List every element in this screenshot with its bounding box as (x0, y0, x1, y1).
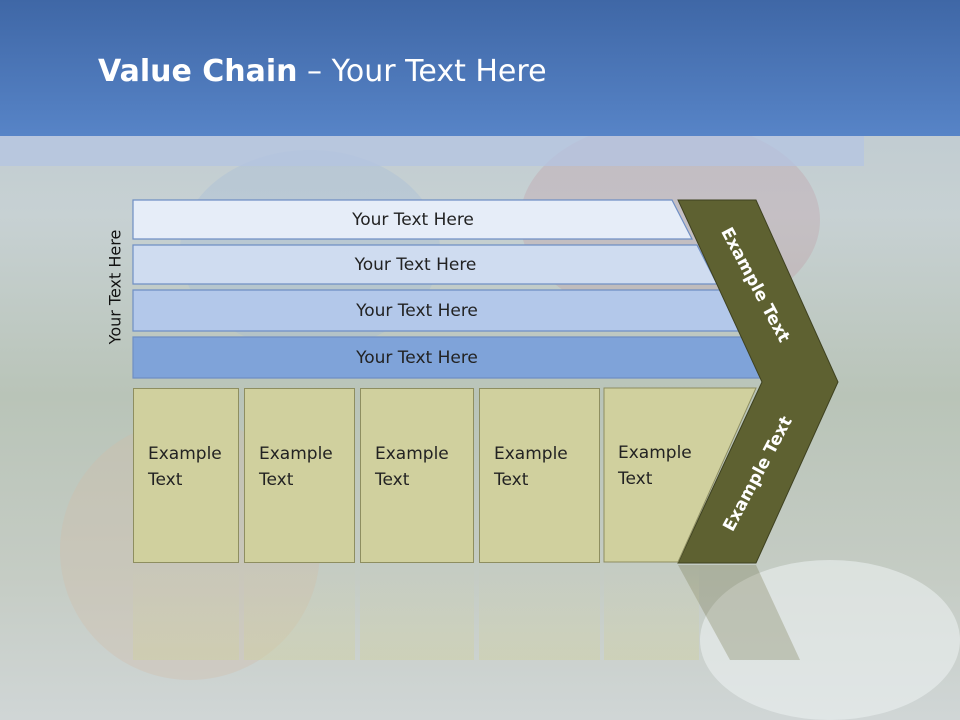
page-title: Value Chain – Your Text Here (98, 54, 547, 89)
primary-box-last-text: Example Text (604, 388, 704, 563)
box-reflection (604, 565, 699, 660)
primary-box: Example Text (360, 388, 474, 563)
support-row-shape (132, 199, 693, 240)
box-line1: Example (375, 444, 449, 464)
support-row-label: Your Text Here (356, 300, 478, 321)
box-reflection (479, 565, 600, 660)
primary-box: Example Text (244, 388, 355, 563)
box-line1: Example (259, 444, 333, 464)
box-reflection (244, 565, 355, 660)
box-line1: Example (618, 443, 692, 463)
title-bold: Value Chain (98, 54, 298, 89)
title-band (0, 136, 864, 166)
support-row-label: Your Text Here (354, 254, 477, 275)
box-line2: Text (375, 470, 410, 490)
box-line1: Example (148, 444, 222, 464)
box-line1: Example (494, 444, 568, 464)
primary-box-last (603, 387, 757, 563)
box-line2: Text (259, 470, 294, 490)
primary-box: Example Text (133, 388, 239, 563)
margin-arrow-reflection (678, 565, 800, 660)
support-row-label: Your Text Here (356, 347, 478, 368)
margin-arrow (677, 199, 839, 564)
box-reflection (360, 565, 474, 660)
box-line2: Text (618, 469, 653, 489)
support-row-label: Your Text Here (352, 209, 474, 230)
box-line2: Text (148, 470, 183, 490)
title-bar (0, 0, 960, 136)
title-rest: – Your Text Here (297, 54, 547, 89)
photo-blob (700, 560, 960, 720)
box-reflection (133, 565, 239, 660)
box-line2: Text (494, 470, 529, 490)
primary-box: Example Text (479, 388, 600, 563)
